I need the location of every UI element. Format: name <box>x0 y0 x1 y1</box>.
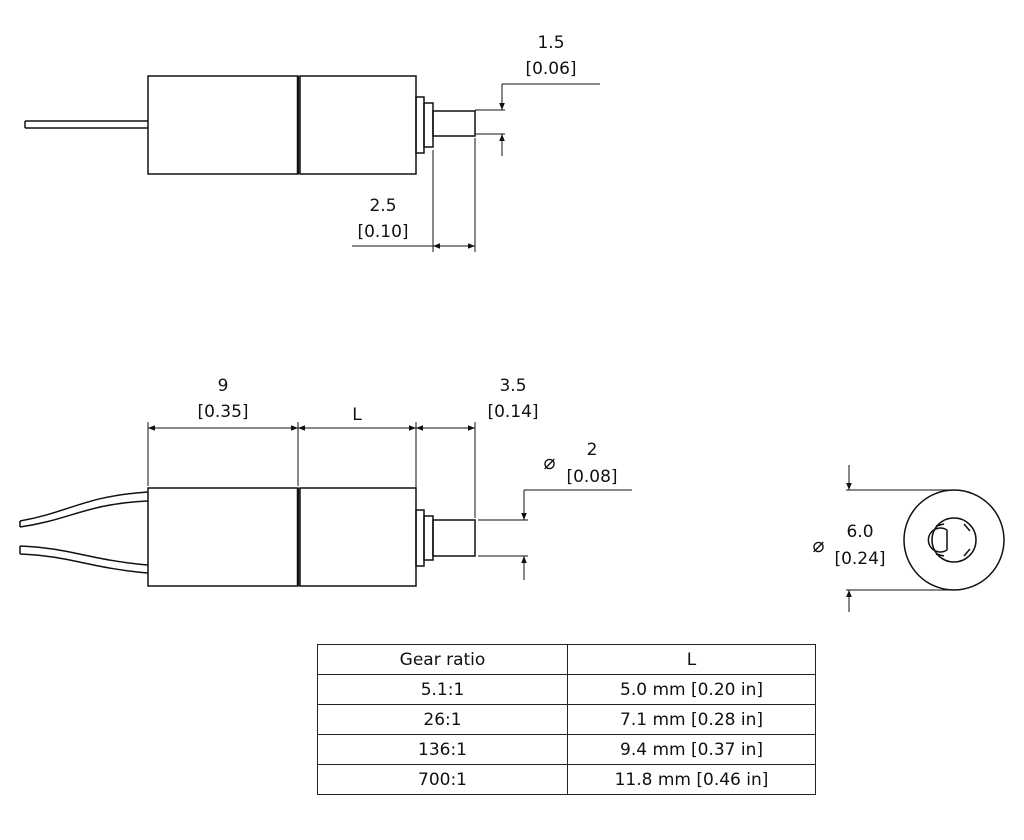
dimension-shaft-diameter <box>478 489 632 580</box>
end-shaft-flat <box>927 523 971 557</box>
end-outer-circle <box>903 489 1005 591</box>
motor-length-mm: 9 <box>218 376 229 396</box>
gear-ratio-cell: 700:1 <box>317 764 568 795</box>
shaft-diameter-symbol: ⌀ <box>543 450 555 474</box>
dimension-body-diameter <box>846 465 952 612</box>
shaft-diameter-in: [0.08] <box>566 467 617 487</box>
output-flange-side <box>415 509 434 567</box>
header-gear-ratio: Gear ratio <box>317 644 568 675</box>
shaft-offset-mm: 1.5 <box>537 33 564 53</box>
length-cell: 11.8 mm [0.46 in] <box>567 764 816 795</box>
top-view-labels: 1.5 [0.06] 2.5 [0.10] <box>357 33 576 242</box>
top-view <box>24 75 600 252</box>
shaft-length-in: [0.14] <box>487 402 538 422</box>
output-shaft <box>432 110 476 137</box>
length-cell: 7.1 mm [0.28 in] <box>567 704 816 735</box>
motor-length-in: [0.35] <box>197 402 248 422</box>
gear-ratio-cell: 5.1:1 <box>317 674 568 705</box>
body-diameter-mm: 6.0 <box>846 522 873 542</box>
table-row: 5.1:1 5.0 mm [0.20 in] <box>317 674 816 705</box>
end-flange-circle <box>931 517 977 563</box>
side-view-labels: 9 [0.35] L 3.5 [0.14] ⌀ 2 [0.08] <box>197 376 617 487</box>
dimension-flange-length <box>352 138 476 252</box>
gear-ratio-table: Gear ratio L 5.1:1 5.0 mm [0.20 in] 26:1… <box>317 644 816 795</box>
motor-body-side <box>147 487 299 587</box>
dimension-shaft-offset <box>475 83 600 156</box>
flange-length-mm: 2.5 <box>369 196 396 216</box>
table-row: 136:1 9.4 mm [0.37 in] <box>317 734 816 765</box>
table-header-row: Gear ratio L <box>317 644 816 675</box>
gearbox-body <box>299 75 417 175</box>
body-diameter-symbol: ⌀ <box>812 533 824 557</box>
shaft-length-mm: 3.5 <box>499 376 526 396</box>
end-view <box>846 465 1005 612</box>
table-row: 700:1 11.8 mm [0.46 in] <box>317 764 816 795</box>
output-flange <box>415 96 434 154</box>
gear-ratio-cell: 26:1 <box>317 704 568 735</box>
header-l: L <box>567 644 816 675</box>
gearbox-body-side <box>299 487 417 587</box>
gearbox-length-label: L <box>352 405 362 425</box>
table-row: 26:1 7.1 mm [0.28 in] <box>317 704 816 735</box>
shaft-offset-in: [0.06] <box>525 59 576 79</box>
motor-body <box>147 75 299 175</box>
end-view-labels: ⌀ 6.0 [0.24] <box>812 522 886 569</box>
side-view <box>19 422 632 587</box>
length-cell: 9.4 mm [0.37 in] <box>567 734 816 765</box>
body-diameter-in: [0.24] <box>834 549 885 569</box>
length-cell: 5.0 mm [0.20 in] <box>567 674 816 705</box>
lead-wire <box>24 120 148 129</box>
shaft-diameter-mm: 2 <box>587 440 598 460</box>
dimension-chain-top <box>147 422 476 518</box>
flange-length-in: [0.10] <box>357 222 408 242</box>
lead-wires <box>19 491 149 574</box>
output-shaft-side <box>432 519 476 557</box>
gear-ratio-cell: 136:1 <box>317 734 568 765</box>
